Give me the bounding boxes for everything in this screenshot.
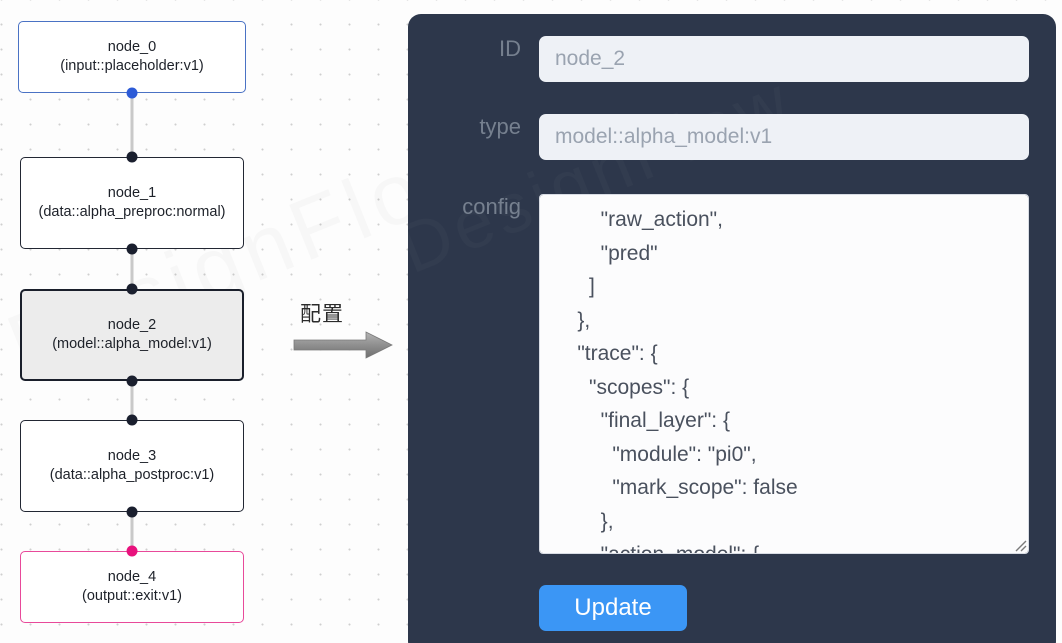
type-input[interactable]	[539, 114, 1029, 160]
type-field-row: type	[424, 114, 1029, 160]
node-handle-target-node_1[interactable]	[126, 151, 138, 163]
node-handle-target-node_3[interactable]	[126, 414, 138, 426]
node-handle-target-node_2[interactable]	[126, 283, 138, 295]
id-field-row: ID	[424, 36, 1029, 82]
config-field-row: config	[424, 194, 1029, 554]
node-inspector-panel: DesignFlow ID type config Update	[408, 14, 1056, 643]
id-input[interactable]	[539, 36, 1029, 82]
node-handle-source-node_2[interactable]	[126, 375, 138, 387]
configure-annotation: 配置	[292, 298, 397, 359]
graph-node-node_2[interactable]: node_2 (model::alpha_model:v1)	[20, 289, 244, 381]
graph-node-node_3[interactable]: node_3 (data::alpha_postproc:v1)	[20, 420, 244, 512]
id-field-label: ID	[499, 36, 521, 61]
edge-node_2-to-node_3[interactable]	[130, 381, 134, 420]
edge-node_0-to-node_1[interactable]	[130, 93, 134, 157]
node-handle-source-node_1[interactable]	[126, 243, 138, 255]
node-handle-target-node_4[interactable]	[126, 545, 138, 557]
type-field-label: type	[479, 114, 521, 139]
node-handle-source-node_0[interactable]	[126, 87, 138, 99]
graph-node-node_0[interactable]: node_0 (input::placeholder:v1)	[18, 21, 246, 93]
right-arrow-icon	[293, 331, 393, 359]
node-label: node_1 (data::alpha_preproc:normal)	[38, 185, 226, 220]
node-label: node_3 (data::alpha_postproc:v1)	[49, 448, 215, 483]
update-button[interactable]: Update	[539, 585, 687, 631]
edge-node_1-to-node_2[interactable]	[130, 249, 134, 289]
graph-node-node_1[interactable]: node_1 (data::alpha_preproc:normal)	[20, 157, 244, 249]
node-handle-source-node_3[interactable]	[126, 506, 138, 518]
node-label: node_2 (model::alpha_model:v1)	[52, 317, 212, 352]
config-textarea-wrapper	[539, 194, 1029, 554]
annotation-label: 配置	[300, 303, 344, 326]
config-textarea[interactable]	[539, 194, 1029, 554]
config-field-label: config	[462, 194, 521, 219]
graph-node-node_4[interactable]: node_4 (output::exit:v1)	[20, 551, 244, 623]
node-label: node_0 (input::placeholder:v1)	[60, 39, 204, 74]
node-label: node_4 (output::exit:v1)	[82, 569, 182, 604]
edge-node_3-to-node_4[interactable]	[130, 512, 134, 551]
